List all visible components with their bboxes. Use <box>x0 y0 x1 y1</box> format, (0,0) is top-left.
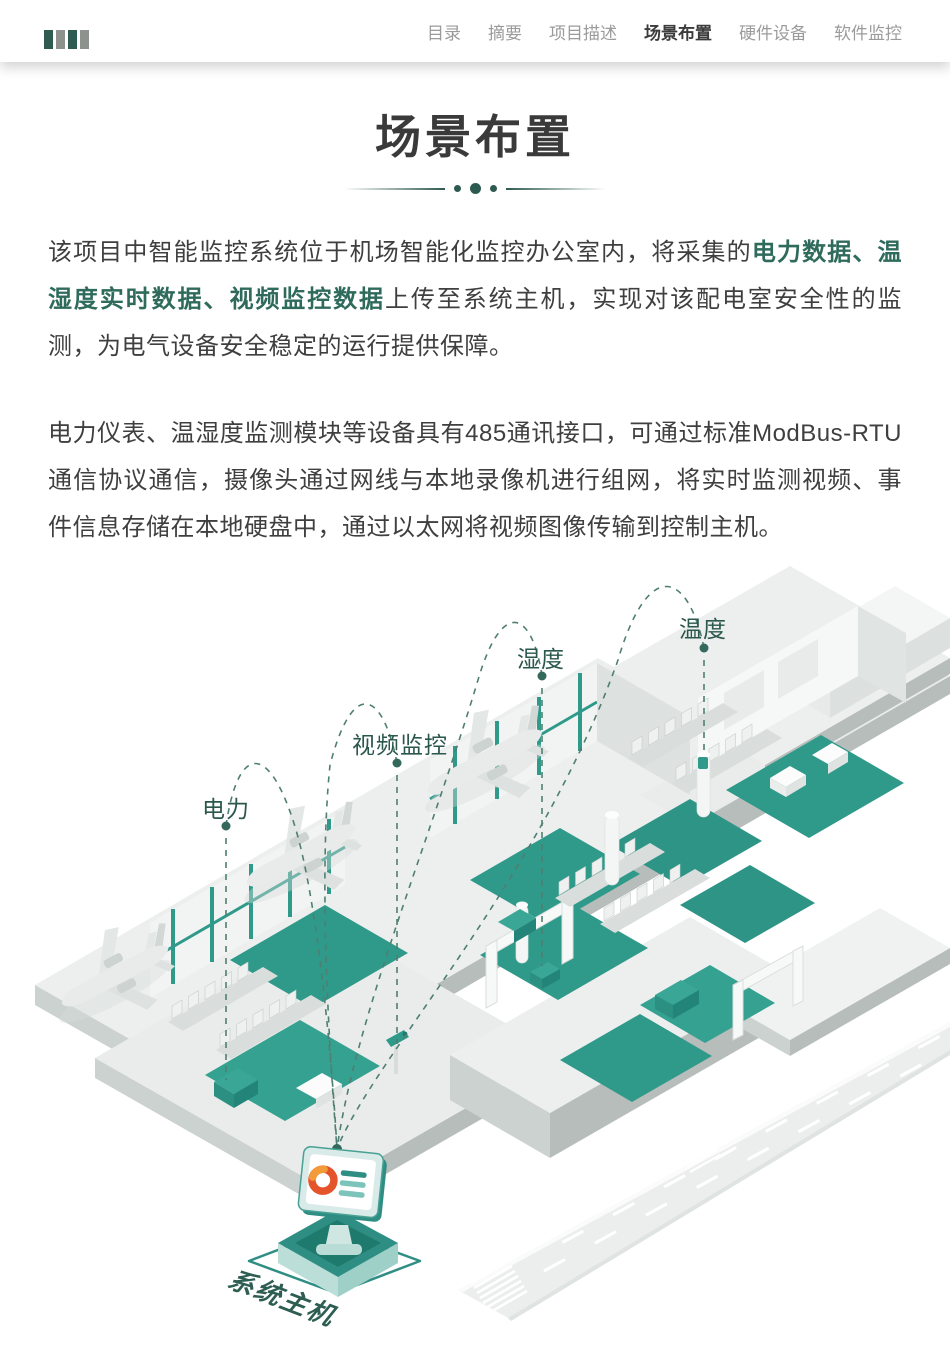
header-bar: 目录 摘要 项目描述 场景布置 硬件设备 软件监控 <box>0 0 950 62</box>
divider-dot <box>469 183 481 195</box>
power-label: 电力 <box>202 796 250 822</box>
nav-item-scene[interactable]: 场景布置 <box>644 23 712 43</box>
text-run: 上传至系统主机，实现对该配电室安全性的监测，为电气设备安全稳定的运行提供保障。 <box>48 285 902 360</box>
divider-line <box>505 187 606 190</box>
text-run: 电力仪表、温湿度监测模块等设备具有485通讯接口，可通过标准ModBus-RTU… <box>48 419 902 541</box>
humidity-point-dot <box>537 671 547 681</box>
nav-item-hardware[interactable]: 硬件设备 <box>739 23 807 43</box>
paragraph-intro: 该项目中智能监控系统位于机场智能化监控办公室内，将采集的电力数据、温湿度实时数据… <box>48 229 902 370</box>
humidity-label: 湿度 <box>517 646 565 672</box>
paragraph-comms: 电力仪表、温湿度监测模块等设备具有485通讯接口，可通过标准ModBus-RTU… <box>48 410 902 551</box>
system-host: 系统主机 <box>222 1145 422 1331</box>
leader-lines: 电力 视频监控 湿度 温度 <box>202 585 727 1154</box>
page-title: 场景布置 <box>375 111 575 163</box>
divider-dot <box>489 185 497 193</box>
power-point-dot <box>221 821 231 831</box>
nav-item-summary[interactable]: 摘要 <box>488 23 522 43</box>
temperature-label: 温度 <box>679 616 727 642</box>
text-run: 该项目中智能监控系统位于机场智能化监控办公室内，将采集的 <box>48 238 752 266</box>
video-point-dot <box>392 758 402 768</box>
divider-line <box>344 187 445 190</box>
logo <box>44 30 89 49</box>
temperature-point-dot <box>699 643 709 653</box>
highlight-run: 电力数据、温湿度实时数据、视频监控数据 <box>48 238 903 313</box>
divider-dot <box>453 185 461 193</box>
airport-scene: 电力 视频监控 湿度 温度 系统主机 <box>0 556 950 1350</box>
host-monitor <box>297 1145 387 1222</box>
nav-item-software[interactable]: 软件监控 <box>834 23 902 43</box>
nav-item-description[interactable]: 项目描述 <box>549 23 617 43</box>
logo-bar <box>68 30 77 49</box>
title-divider <box>344 183 606 195</box>
video-label: 视频监控 <box>352 732 448 758</box>
nav-item-catalog[interactable]: 目录 <box>427 23 461 43</box>
logo-bar <box>80 30 89 49</box>
top-nav: 目录 摘要 项目描述 场景布置 硬件设备 软件监控 <box>427 0 902 62</box>
logo-bar <box>56 30 65 49</box>
terminal-furniture <box>167 697 848 1109</box>
logo-bar <box>44 30 53 49</box>
runway <box>458 1022 950 1321</box>
